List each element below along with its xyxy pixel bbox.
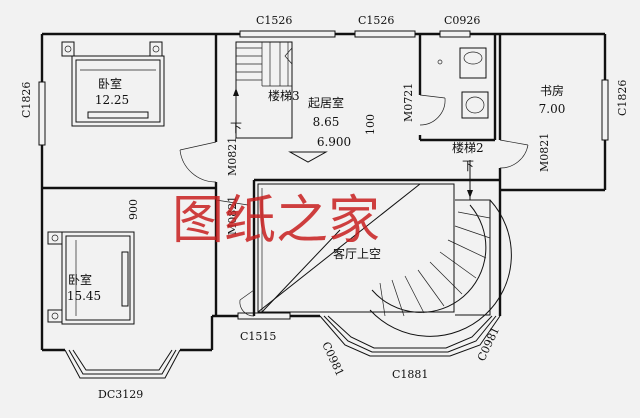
interior-walls — [42, 34, 502, 316]
window-c0981-b: C0981 — [475, 325, 502, 364]
dim-100: 100 — [364, 114, 377, 135]
window-c0926: C0926 — [444, 14, 480, 27]
stair-3 — [233, 41, 293, 139]
window-c1826-left: C1826 — [20, 82, 33, 118]
exterior-walls — [38, 30, 609, 379]
window-c1526-a: C1526 — [256, 14, 292, 27]
room-area-bedroom-bottom: 15.45 — [67, 289, 101, 303]
double-height-void — [257, 183, 455, 313]
window-c1526-b: C1526 — [358, 14, 394, 27]
elevation-marker — [288, 151, 328, 163]
window-c0981-a: C0981 — [319, 340, 346, 379]
stair-3-down-label: 下 — [230, 121, 242, 135]
room-name-void: 客厅上空 — [333, 246, 381, 261]
door-m0721: M0721 — [402, 83, 415, 122]
room-area-study: 7.00 — [539, 102, 566, 116]
bed-bottom — [47, 231, 135, 325]
dim-900: 900 — [127, 199, 140, 220]
window-c1515: C1515 — [240, 330, 276, 343]
door-m0821-c: M0821 — [226, 196, 239, 235]
stair-2-label: 楼梯2 — [452, 140, 484, 155]
bed-top — [61, 41, 165, 127]
room-name-living: 起居室 — [308, 95, 344, 110]
window-dc3129: DC3129 — [98, 388, 143, 401]
doors — [179, 94, 529, 317]
room-area-living: 8.65 — [313, 115, 340, 129]
stair-3-label: 楼梯3 — [268, 88, 300, 103]
room-name-bedroom-top: 卧室 — [98, 76, 122, 91]
window-c1881: C1881 — [392, 368, 428, 381]
room-area-bedroom-top: 12.25 — [95, 93, 129, 107]
window-c1826-right: C1826 — [616, 80, 629, 116]
stair-2-spiral — [369, 160, 512, 337]
stair-2-down-label: 下 — [462, 159, 474, 173]
door-m0821-a: M0821 — [226, 137, 239, 176]
room-name-bedroom-bottom: 卧室 — [68, 272, 92, 287]
door-m0821-b: M0821 — [538, 133, 551, 172]
room-elevation-living: 6.900 — [317, 135, 351, 149]
room-name-study: 书房 — [540, 83, 564, 98]
watermark-text: 图纸之家 — [172, 191, 380, 251]
bathroom-fixtures — [437, 47, 489, 119]
